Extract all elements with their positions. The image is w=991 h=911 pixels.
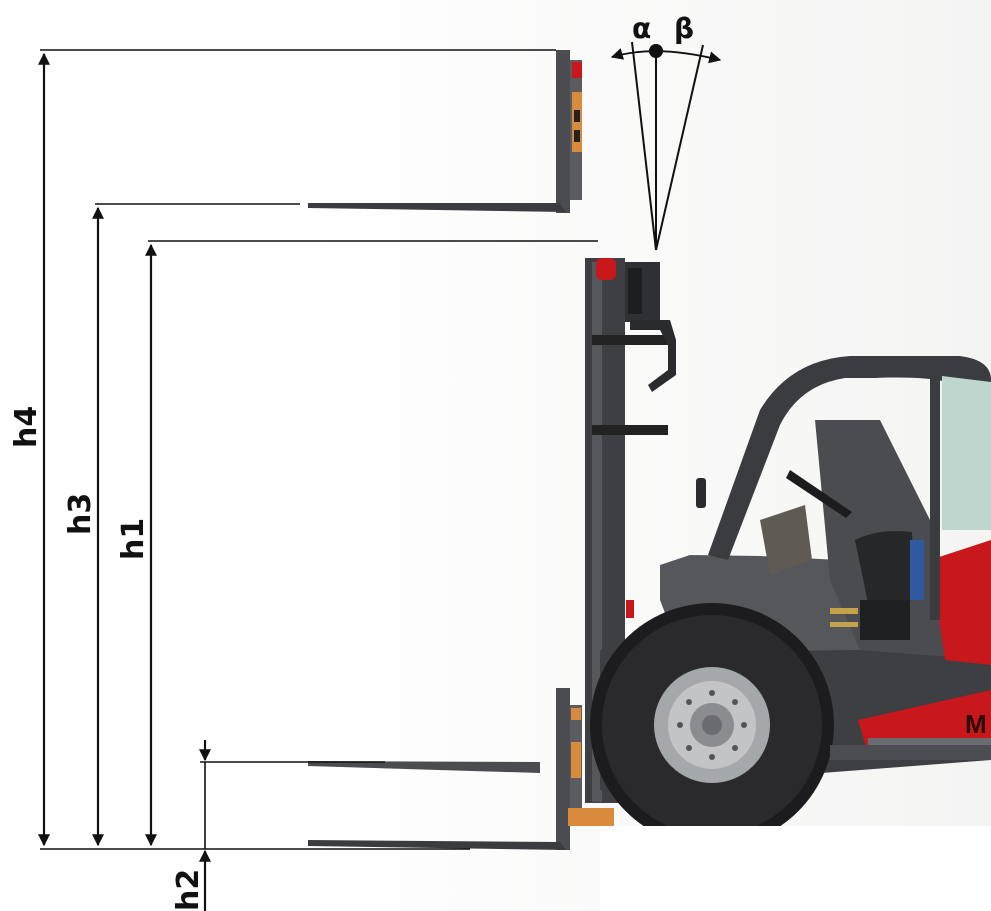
alpha-label: α [632,12,651,45]
tilt-angle-indicator: α β [610,12,722,251]
dimension-arrows [38,52,211,911]
dimension-label-h1: h1 [116,518,151,560]
reference-lines [40,49,598,850]
lowered-fork-carriage [308,688,614,850]
dimension-label-h3: h3 [63,493,98,535]
dimension-label-h2: h2 [171,869,206,911]
raised-fork-carriage [308,50,582,213]
dimension-label-h4: h4 [9,406,44,448]
beta-label: β [674,12,694,45]
front-wheel [590,603,834,847]
logo-fragment: M [965,709,987,739]
